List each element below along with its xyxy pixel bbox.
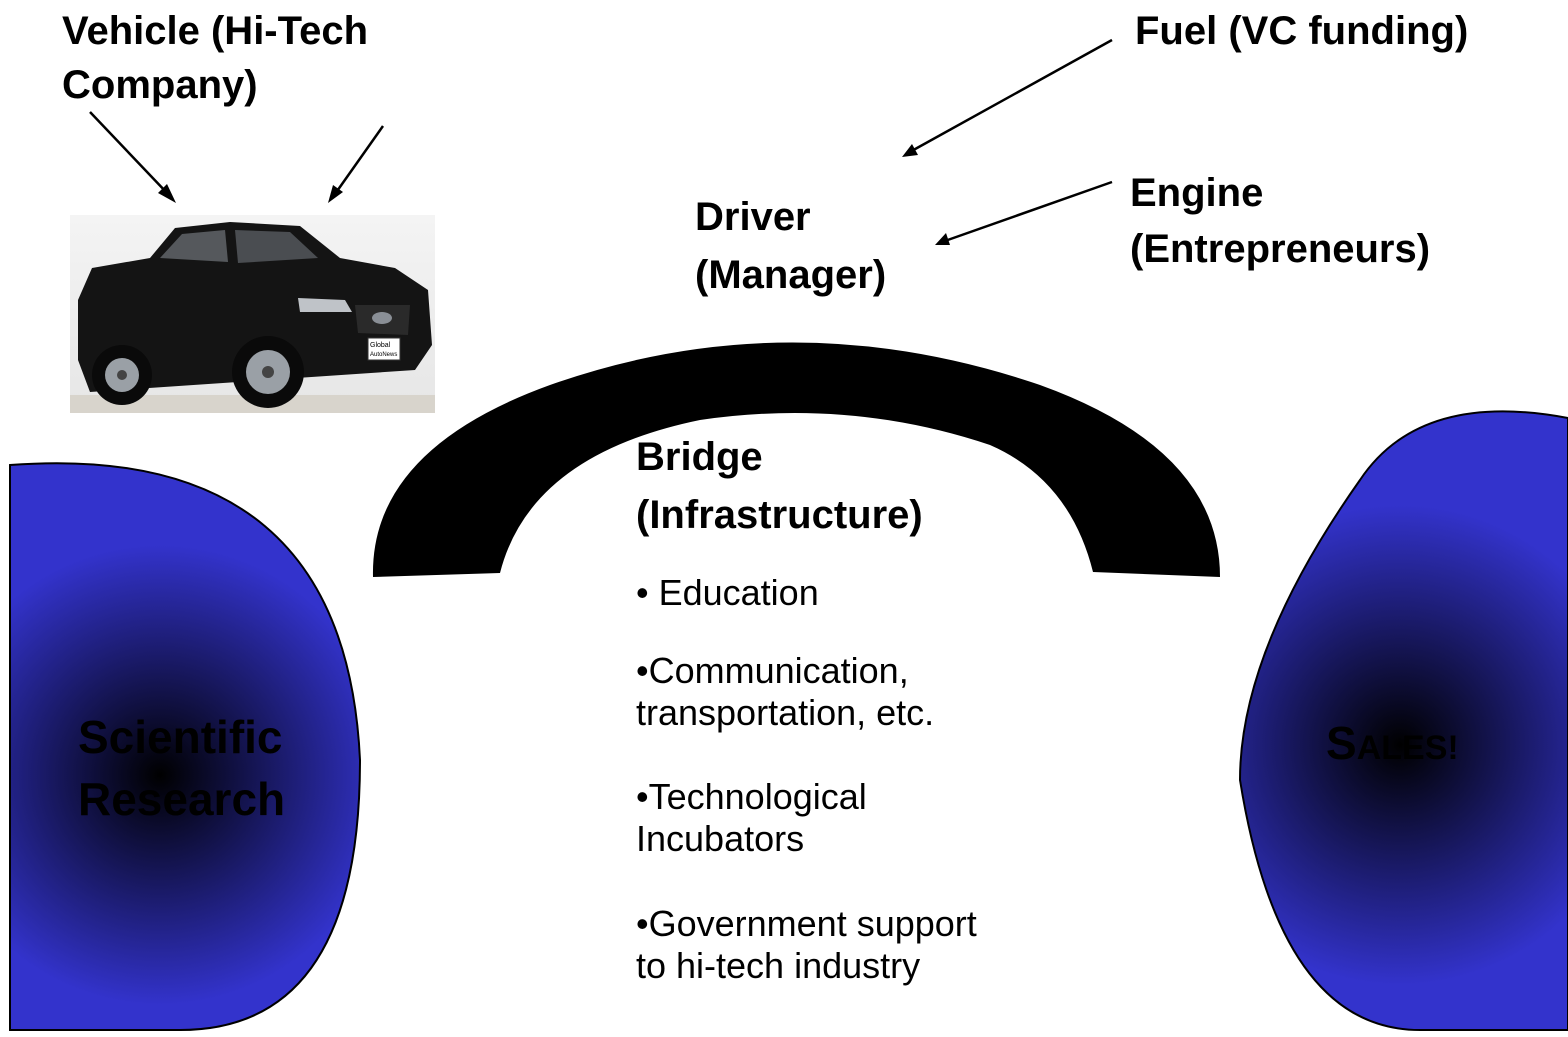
right-island-shape [1238,410,1568,1031]
bridge-item-education: • Education [636,572,819,614]
right-island-first-letter: S [1326,717,1357,769]
vehicle-label-line2: Company) [62,63,258,107]
left-island-shape [9,462,362,1031]
bridge-item-government: •Government support to hi-tech industry [636,903,977,987]
arrow-fuel [907,38,1113,155]
bridge-item-line: to hi-tech industry [636,945,921,986]
engine-label-line2: (Entrepreneurs) [1130,227,1431,271]
left-island-line1: Scientific [78,711,283,763]
driver-label-line1: Driver [695,195,811,239]
bridge-item-line: Incubators [636,818,805,859]
car-badge-line2: AutoNews [370,352,397,358]
bridge-arch [372,342,1220,577]
arrow-vehicle-left [89,111,169,195]
left-island-label: Scientific Research [78,706,285,830]
bridge-title: Bridge (Infrastructure) [636,428,923,544]
arrowheads [158,144,950,245]
bridge-item-line: •Government support [636,903,977,944]
left-island-line2: Research [78,773,286,825]
arrows [89,38,1113,244]
engine-label: Engine (Entrepreneurs) [1130,165,1430,277]
driver-label: Driver (Manager) [695,188,886,304]
bridge-item-line: •Technological [636,776,867,817]
bridge-item-incubators: •Technological Incubators [636,776,867,860]
arrow-vehicle-right [333,125,385,195]
car-photo: Global AutoNews [70,215,435,413]
vehicle-label: Vehicle (Hi-Tech Company) [62,4,368,112]
driver-label-line2: (Manager) [695,253,887,297]
bridge-title-line1: Bridge [636,435,763,479]
vehicle-label-line1: Vehicle (Hi-Tech [62,9,369,53]
fuel-label: Fuel (VC funding) [1135,9,1469,53]
right-island-label: SALES! [1326,712,1459,779]
bridge-title-line2: (Infrastructure) [636,493,923,537]
right-island-rest: ALES! [1356,729,1459,767]
arrow-engine [941,180,1113,244]
bridge-item-line: • Education [636,572,819,613]
bridge-item-communication: •Communication, transportation, etc. [636,650,934,734]
engine-label-line1: Engine [1130,171,1264,215]
bridge-item-line: transportation, etc. [636,692,935,733]
car-badge-line1: Global [370,342,391,349]
bridge-item-line: •Communication, [636,650,909,691]
